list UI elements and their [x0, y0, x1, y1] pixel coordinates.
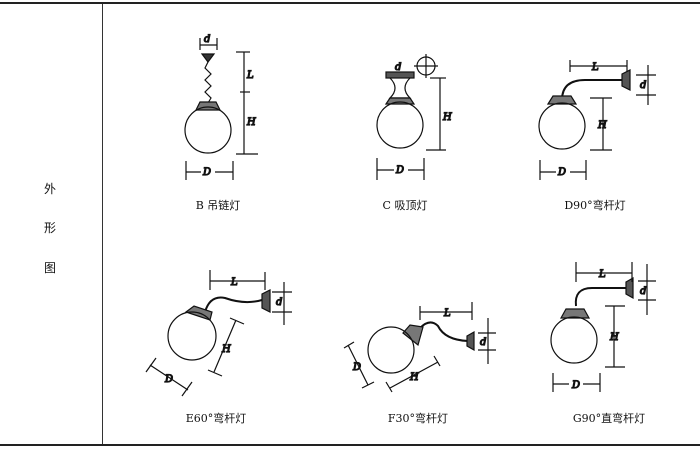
caption-f30-lamp: F30°弯杆灯 [387, 412, 449, 425]
ceiling-lamp-drawing: d H D [376, 54, 453, 180]
dim-L-label: L [591, 62, 599, 73]
caption-pendant-lamp: B 吊链灯 [195, 199, 241, 212]
dim-d-label: d [640, 286, 646, 297]
dim-H-label: H [442, 112, 452, 123]
side-label-char: 形 [44, 221, 57, 235]
dim-d-label: d [640, 80, 646, 91]
dim-D-label: D [571, 380, 580, 391]
dim-H-label: H [246, 117, 256, 128]
dim-L-label: L [443, 308, 451, 319]
dim-D-label: D [395, 165, 404, 176]
dim-D-label: D [202, 167, 211, 178]
dim-L-label: L [598, 269, 606, 280]
pendant-lamp-drawing: d L H D [184, 33, 258, 180]
caption-d90-lamp: D90°弯杆灯 [564, 199, 626, 212]
dim-D-label: D [557, 167, 566, 178]
dim-d-label: d [395, 62, 401, 73]
column-divider [102, 4, 103, 444]
dim-H-label: H [221, 344, 231, 355]
dim-L-label: L [246, 70, 254, 81]
side-label-char: 图 [44, 261, 57, 275]
side-label-char: 外 [44, 182, 57, 196]
dim-d-label: d [480, 337, 486, 348]
dim-H-label: H [609, 332, 619, 343]
bent-arm-30-lamp-drawing: L d H D [343, 302, 496, 393]
caption-e60-lamp: E60°弯杆灯 [185, 412, 247, 425]
dim-d-label: d [276, 297, 282, 308]
bottom-rule [0, 444, 700, 446]
dim-d-label: d [204, 34, 210, 45]
dim-D-label: D [164, 374, 173, 385]
dim-H-label: H [597, 120, 607, 131]
dim-H-label: H [409, 372, 419, 383]
top-rule [0, 2, 700, 4]
caption-g90-lamp: G90°直弯杆灯 [572, 412, 646, 425]
dim-L-label: L [230, 277, 238, 288]
bent-arm-60-lamp-drawing: L d H D [145, 270, 292, 397]
dim-D-label: D [352, 362, 361, 373]
straight-bent-arm-90-lamp-drawing: L d H D [550, 262, 656, 392]
caption-ceiling-lamp: C 吸顶灯 [382, 199, 428, 212]
bent-arm-90-lamp-drawing: L d H D [538, 60, 656, 180]
